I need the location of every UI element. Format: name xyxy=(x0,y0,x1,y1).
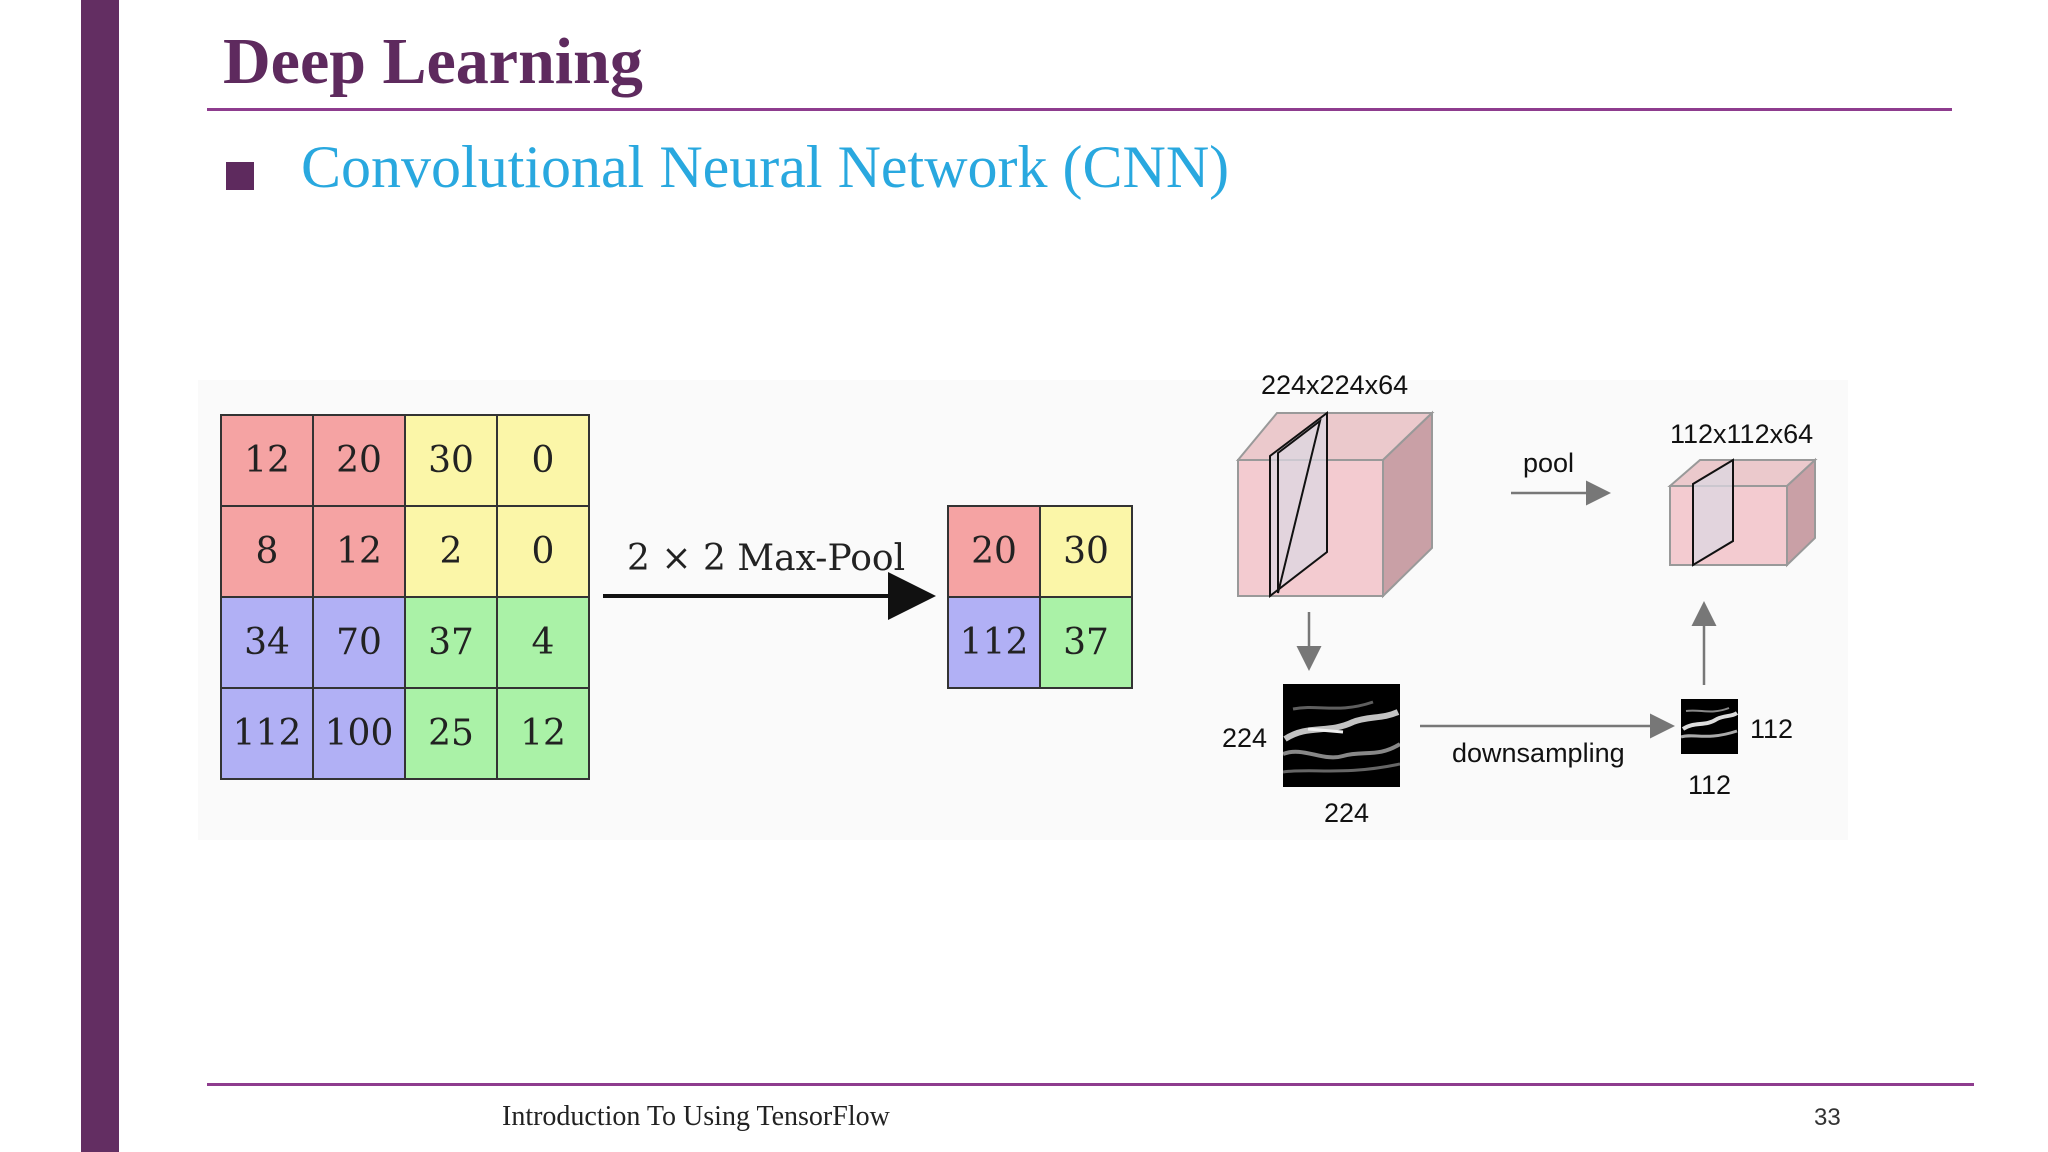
input-cell: 12 xyxy=(221,415,313,506)
bullet-heading: Convolutional Neural Network (CNN) xyxy=(301,134,1230,200)
map-in-width-label: 224 xyxy=(1324,798,1369,828)
input-cell: 8 xyxy=(221,506,313,597)
input-cell: 0 xyxy=(497,415,589,506)
slide-title: Deep Learning xyxy=(223,25,643,98)
feature-map-small-image xyxy=(1680,699,1739,754)
map-out-height-label: 112 xyxy=(1750,714,1793,744)
maxpool-output-grid: 20 30 112 37 xyxy=(947,505,1133,689)
map-out-width-label: 112 xyxy=(1688,770,1731,800)
input-cell: 12 xyxy=(313,506,405,597)
title-divider xyxy=(207,108,1952,111)
input-cell: 100 xyxy=(313,688,405,779)
input-volume-label: 224x224x64 xyxy=(1261,370,1408,400)
feature-map-image xyxy=(1282,684,1402,787)
input-cell: 112 xyxy=(221,688,313,779)
output-volume xyxy=(1667,457,1818,568)
footer-title: Introduction To Using TensorFlow xyxy=(502,1101,890,1132)
output-volume-slice xyxy=(1692,458,1734,567)
output-cell: 20 xyxy=(948,506,1040,597)
sidebar-accent-bar xyxy=(81,0,119,1152)
input-volume-slice-back xyxy=(1277,418,1322,594)
input-cell: 2 xyxy=(405,506,497,597)
page-number: 33 xyxy=(1814,1104,1841,1131)
output-cell: 112 xyxy=(948,597,1040,688)
output-volume-label: 112x112x64 xyxy=(1670,419,1813,449)
output-cell: 37 xyxy=(1040,597,1132,688)
map-in-height-label: 224 xyxy=(1222,723,1267,753)
input-cell: 4 xyxy=(497,597,589,688)
input-cell: 12 xyxy=(497,688,589,779)
input-cell: 30 xyxy=(405,415,497,506)
input-cell: 70 xyxy=(313,597,405,688)
input-cell: 25 xyxy=(405,688,497,779)
maxpool-label: 2 × 2 Max-Pool xyxy=(627,538,906,579)
input-cell: 20 xyxy=(313,415,405,506)
input-cell: 34 xyxy=(221,597,313,688)
pool-label: pool xyxy=(1523,448,1574,478)
maxpool-input-grid: 12 20 30 0 8 12 2 0 34 70 37 4 112 100 2… xyxy=(220,414,590,780)
input-volume xyxy=(1235,410,1435,599)
bullet-square-icon xyxy=(226,162,254,190)
input-volume-slice xyxy=(1269,410,1328,599)
output-cell: 30 xyxy=(1040,506,1132,597)
footer-divider xyxy=(207,1083,1974,1086)
downsampling-label: downsampling xyxy=(1452,738,1625,768)
input-cell: 0 xyxy=(497,506,589,597)
input-cell: 37 xyxy=(405,597,497,688)
